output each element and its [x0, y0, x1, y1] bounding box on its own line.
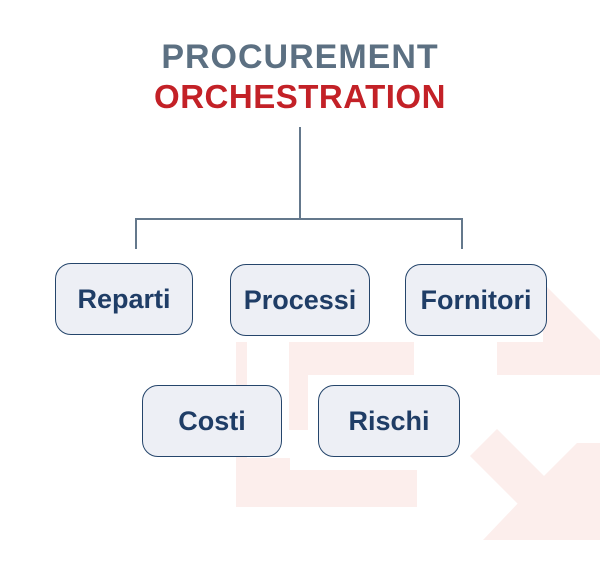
- connector-drop-right: [461, 218, 463, 249]
- node-processi-label: Processi: [243, 284, 357, 315]
- watermark-arrowhead-shape: [483, 443, 600, 540]
- watermark-diagonal-band-mid: [470, 429, 549, 508]
- connector-drop-left: [135, 218, 137, 249]
- node-costi: Costi: [142, 385, 282, 457]
- node-fornitori: Fornitori: [405, 264, 547, 336]
- node-rischi: Rischi: [318, 385, 460, 457]
- page-title-line1: PROCUREMENT: [161, 38, 439, 76]
- node-costi-label: Costi: [178, 405, 246, 436]
- connector-vertical-stem: [299, 127, 301, 219]
- connector-horizontal-bar: [135, 218, 463, 220]
- node-processi: Processi: [230, 264, 370, 336]
- node-reparti-label: Reparti: [77, 283, 171, 314]
- node-rischi-label: Rischi: [348, 405, 430, 436]
- node-fornitori-label: Fornitori: [420, 284, 532, 315]
- node-reparti: Reparti: [55, 263, 193, 335]
- watermark-e-left-shape: [236, 342, 417, 507]
- watermark-e-top-shape: [289, 342, 414, 430]
- page-title-line2: ORCHESTRATION: [154, 78, 446, 115]
- watermark-diagonal-band-top: [497, 283, 600, 375]
